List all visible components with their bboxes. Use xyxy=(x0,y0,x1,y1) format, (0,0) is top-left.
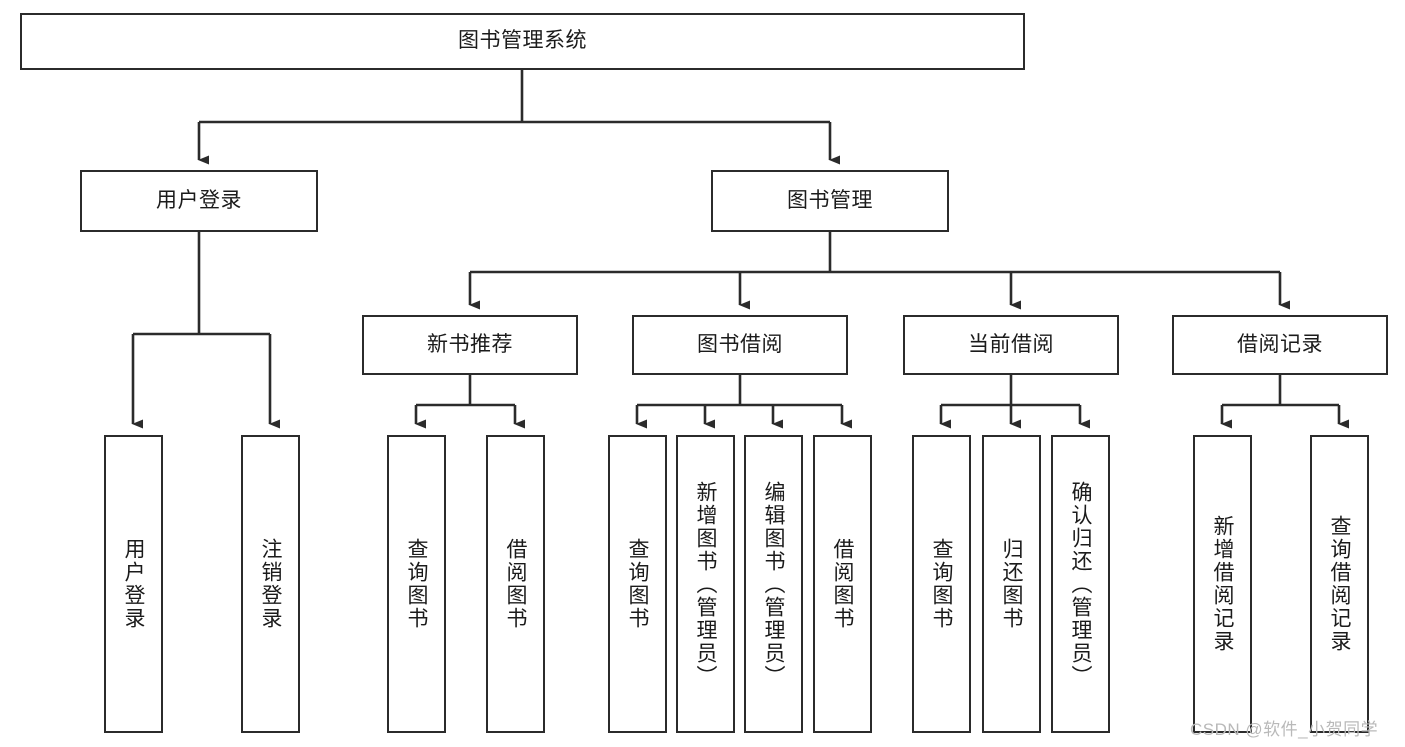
leaf-confirm-return-admin-label: 确认归还（管理员） xyxy=(1069,480,1092,688)
leaf-return-book-label: 归还图书 xyxy=(1000,538,1023,630)
leaf-borrow-book-1-label: 借阅图书 xyxy=(504,538,527,630)
leaf-logout[interactable]: 注销登录 xyxy=(241,435,300,733)
node-book-borrow-label: 图书借阅 xyxy=(697,332,783,356)
leaf-query-book-2[interactable]: 查询图书 xyxy=(608,435,667,733)
leaf-logout-label: 注销登录 xyxy=(259,538,282,630)
node-current-borrow[interactable]: 当前借阅 xyxy=(903,315,1119,375)
leaf-query-book-1[interactable]: 查询图书 xyxy=(387,435,446,733)
node-current-borrow-label: 当前借阅 xyxy=(968,332,1054,356)
leaf-query-book-1-label: 查询图书 xyxy=(405,538,428,630)
leaf-add-borrow-record-label: 新增借阅记录 xyxy=(1211,515,1234,653)
node-new-book-recommend[interactable]: 新书推荐 xyxy=(362,315,578,375)
node-borrow-record[interactable]: 借阅记录 xyxy=(1172,315,1388,375)
node-book-management[interactable]: 图书管理 xyxy=(711,170,949,232)
csdn-watermark: CSDN @软件_小贺同学 xyxy=(1190,720,1379,739)
node-user-login-label: 用户登录 xyxy=(156,188,242,212)
leaf-edit-book-admin[interactable]: 编辑图书（管理员） xyxy=(744,435,803,733)
leaf-query-book-2-label: 查询图书 xyxy=(626,538,649,630)
node-book-borrow[interactable]: 图书借阅 xyxy=(632,315,848,375)
leaf-query-borrow-record-label: 查询借阅记录 xyxy=(1328,515,1351,653)
leaf-query-book-3-label: 查询图书 xyxy=(930,538,953,630)
leaf-user-login-label: 用户登录 xyxy=(122,538,145,630)
node-borrow-record-label: 借阅记录 xyxy=(1237,332,1323,356)
node-book-management-label: 图书管理 xyxy=(787,188,873,212)
leaf-confirm-return-admin[interactable]: 确认归还（管理员） xyxy=(1051,435,1110,733)
leaf-user-login[interactable]: 用户登录 xyxy=(104,435,163,733)
leaf-borrow-book-2-label: 借阅图书 xyxy=(831,538,854,630)
leaf-query-borrow-record[interactable]: 查询借阅记录 xyxy=(1310,435,1369,733)
leaf-borrow-book-2[interactable]: 借阅图书 xyxy=(813,435,872,733)
leaf-add-borrow-record[interactable]: 新增借阅记录 xyxy=(1193,435,1252,733)
leaf-return-book[interactable]: 归还图书 xyxy=(982,435,1041,733)
leaf-add-book-admin[interactable]: 新增图书（管理员） xyxy=(676,435,735,733)
leaf-borrow-book-1[interactable]: 借阅图书 xyxy=(486,435,545,733)
node-user-login[interactable]: 用户登录 xyxy=(80,170,318,232)
node-root-label: 图书管理系统 xyxy=(458,29,587,53)
node-new-book-recommend-label: 新书推荐 xyxy=(427,332,513,356)
leaf-edit-book-admin-label: 编辑图书（管理员） xyxy=(762,480,785,688)
leaf-add-book-admin-label: 新增图书（管理员） xyxy=(694,480,717,688)
leaf-query-book-3[interactable]: 查询图书 xyxy=(912,435,971,733)
node-root[interactable]: 图书管理系统 xyxy=(20,13,1025,70)
